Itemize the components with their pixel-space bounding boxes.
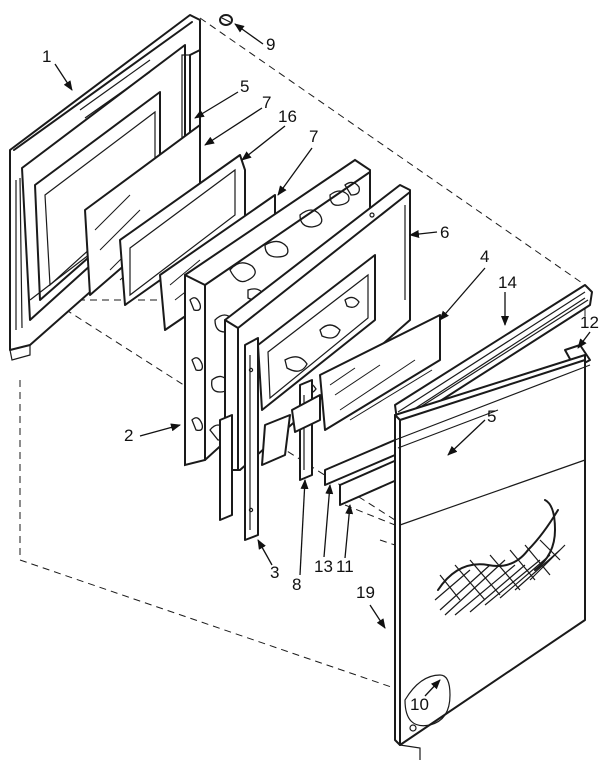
callout-1: 1	[42, 47, 73, 91]
callout-label: 19	[356, 583, 375, 602]
callout-label: 7	[309, 127, 318, 146]
callout-7-top: 7	[204, 93, 271, 146]
callout-5-lower: 5	[447, 407, 496, 456]
callout-19: 19	[356, 583, 386, 629]
door-badge	[404, 674, 451, 727]
callout-8: 8	[292, 479, 309, 594]
callout-label: 11	[336, 557, 354, 576]
callout-label: 16	[278, 107, 297, 126]
callout-label: 5	[240, 77, 249, 96]
callout-label: 1	[42, 47, 51, 66]
callout-label: 7	[262, 93, 271, 112]
callout-11: 11	[336, 504, 354, 576]
callout-label: 13	[314, 557, 333, 576]
callout-5-top: 5	[194, 77, 249, 119]
callout-9: 9	[234, 23, 275, 54]
callout-7-mid: 7	[277, 127, 318, 196]
callout-6: 6	[409, 223, 449, 242]
door-screw	[219, 14, 233, 26]
callout-label: 6	[440, 223, 449, 242]
callout-16: 16	[241, 107, 297, 161]
callout-14: 14	[498, 273, 517, 326]
callout-label: 12	[580, 313, 599, 332]
callout-label: 4	[480, 247, 489, 266]
callout-label: 5	[487, 407, 496, 426]
callout-label: 10	[410, 695, 429, 714]
outer-door-panel	[9, 14, 201, 361]
callout-13: 13	[314, 484, 334, 576]
callout-3: 3	[257, 539, 279, 582]
callout-label: 2	[124, 426, 133, 445]
callout-label: 3	[270, 563, 279, 582]
callout-2: 2	[124, 423, 181, 445]
glass-frame	[119, 154, 246, 306]
callout-4: 4	[439, 247, 489, 321]
door-side-trim	[244, 337, 259, 541]
door-window-texture	[434, 499, 566, 616]
door-side-trim-left	[219, 414, 233, 521]
callout-12: 12	[577, 313, 599, 349]
door-outer-panel-front	[394, 354, 591, 760]
callout-label: 8	[292, 575, 301, 594]
outer-glass-pane	[291, 314, 441, 433]
callout-label: 9	[266, 35, 275, 54]
callout-label: 14	[498, 273, 517, 292]
callout-10: 10	[410, 679, 441, 714]
